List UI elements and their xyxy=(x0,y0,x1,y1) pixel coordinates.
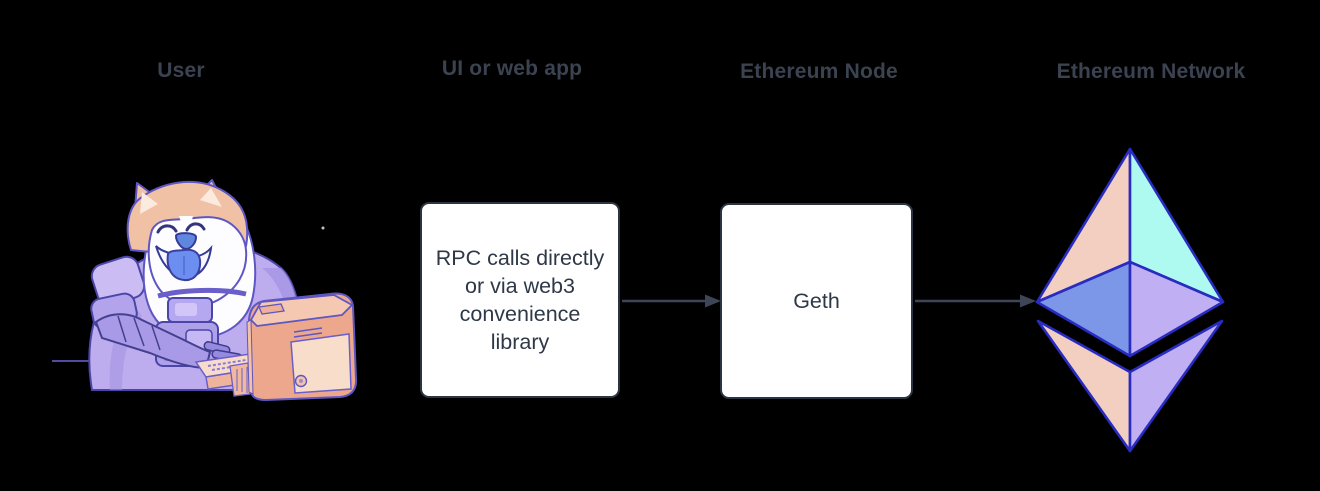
ethereum-node-label: Ethereum Node xyxy=(740,60,898,83)
monitor-front-edge xyxy=(246,319,254,395)
doge-astronaut-illustration xyxy=(52,179,358,402)
arrowhead-icon xyxy=(705,294,721,308)
computer-monitor xyxy=(246,292,358,402)
user-label: User xyxy=(157,59,205,82)
muzzle-blaze xyxy=(179,216,193,240)
sparkle-dot xyxy=(321,226,325,230)
monitor-vents xyxy=(293,327,323,338)
left-ear-inner xyxy=(140,192,158,214)
ui-box-line: RPC calls directly xyxy=(435,246,605,270)
ui-web-app-box: RPC calls directly or via web3 convenien… xyxy=(420,202,620,398)
geth-box: Geth xyxy=(720,203,913,399)
eth-face-bottom-right xyxy=(1128,319,1224,453)
doge-nose xyxy=(174,232,198,251)
eth-face-mid-right xyxy=(1128,260,1225,358)
arrow-node-to-network xyxy=(915,294,1036,308)
left-eye-closed xyxy=(156,224,178,234)
ethereum-network-label: Ethereum Network xyxy=(1056,60,1246,83)
geth-box-label: Geth xyxy=(793,289,840,313)
arrow-ui-to-node xyxy=(622,294,721,308)
right-ear-inner xyxy=(200,188,222,207)
ethereum-logo-icon xyxy=(1035,147,1225,453)
ui-box-line: library xyxy=(490,330,550,354)
keyboard xyxy=(194,353,264,397)
right-eye-closed xyxy=(185,222,206,232)
doge-head xyxy=(126,179,249,307)
monitor-top xyxy=(250,294,353,327)
ui-box-line: or via web3 xyxy=(465,274,575,298)
chest-strap xyxy=(157,287,247,299)
ui-label: UI or web app xyxy=(441,57,583,80)
monitor-handle xyxy=(258,303,285,315)
ui-box-line: convenience xyxy=(459,302,581,326)
arrowhead-icon xyxy=(1020,294,1036,308)
